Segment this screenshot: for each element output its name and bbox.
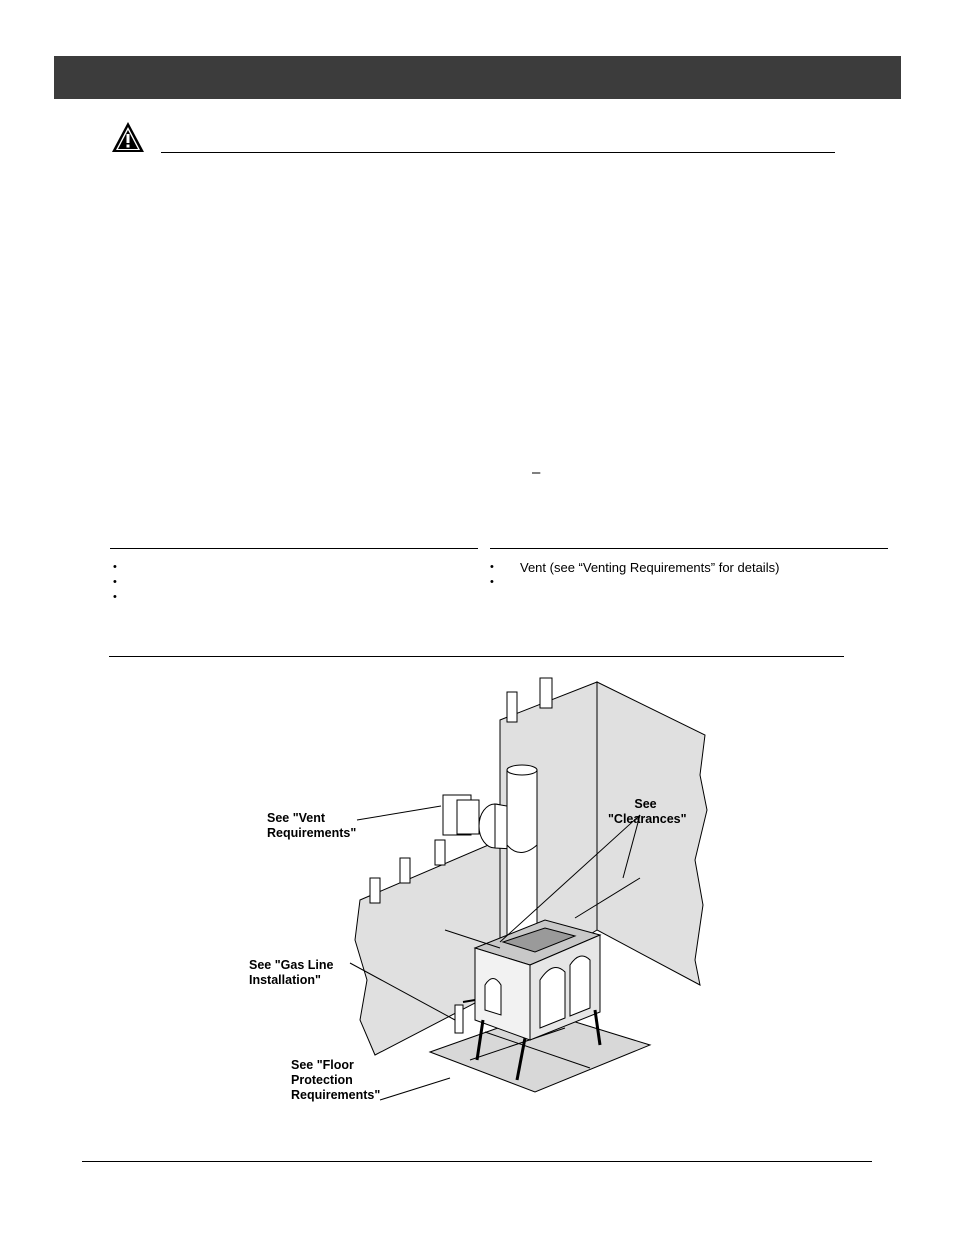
right-column-rule: [490, 548, 888, 549]
section-header-bar: [54, 56, 901, 99]
figure-top-rule: [109, 656, 844, 657]
warning-triangle-icon: [112, 122, 144, 152]
list-item: •: [113, 560, 473, 575]
bullet-icon: •: [113, 591, 117, 603]
warning-underline: [161, 152, 835, 153]
footer-rule: [82, 1161, 872, 1162]
right-wall: [596, 681, 708, 986]
left-requirements-list: • • •: [113, 560, 473, 605]
stove-installation-illustration: [349, 677, 708, 1101]
list-item: •: [490, 575, 885, 590]
callout-clearances: See"Clearances": [608, 797, 687, 826]
bullet-icon: •: [113, 561, 117, 573]
bullet-icon: •: [113, 576, 117, 588]
dash-mark: –: [532, 464, 541, 481]
list-item: •: [113, 590, 473, 605]
bullet-icon: •: [490, 576, 494, 588]
right-requirements-list: •Vent (see “Venting Requirements” for de…: [490, 560, 885, 590]
left-column-rule: [110, 548, 478, 549]
list-item: •Vent (see “Venting Requirements” for de…: [490, 560, 780, 575]
bullet-icon: •: [490, 561, 494, 573]
list-item: •: [113, 575, 473, 590]
